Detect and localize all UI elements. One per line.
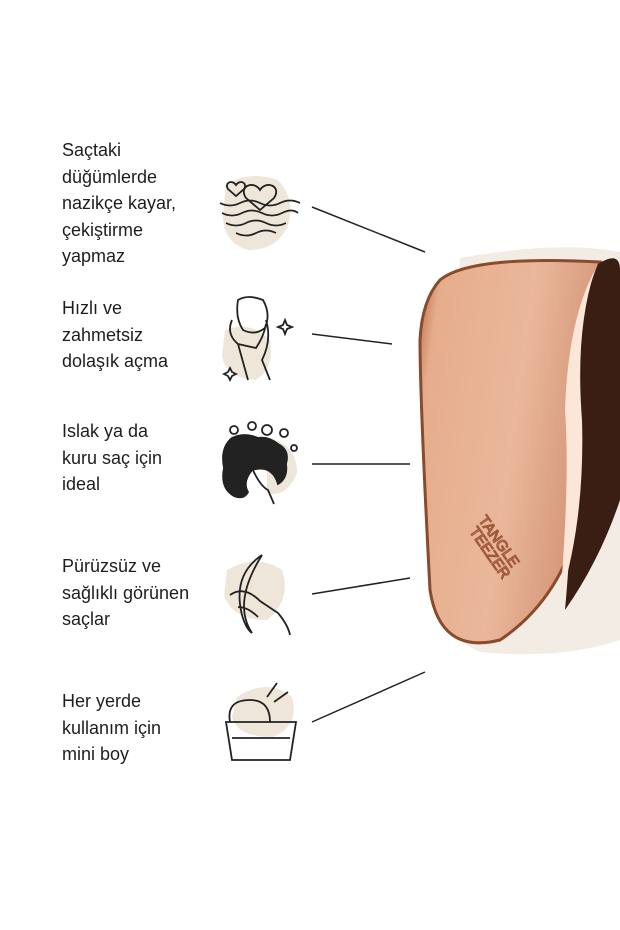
feature-text-smooth-hair: Pürüzsüz ve sağlıklı görünen saçlar <box>62 556 190 629</box>
hand-holding-brush-icon <box>221 296 295 383</box>
feature-text-mini-size: Her yerde kullanım için mini boy <box>62 691 162 764</box>
hand-smooth-hair-icon <box>224 554 291 636</box>
heart-waves-icon <box>219 176 301 250</box>
leader-lines <box>311 206 426 723</box>
feature-text-fast-detangle: Hızlı ve zahmetsiz dolaşık açma <box>62 298 169 371</box>
feature-text-wet-dry: Islak ya da kuru saç için ideal <box>62 421 163 494</box>
leader-line-4 <box>311 577 411 595</box>
leader-line-5 <box>311 671 426 723</box>
feature-text-gentle-detangle: Saçtaki düğümlerde nazikçe kayar, çekişt… <box>62 140 177 266</box>
curly-hair-foam-icon <box>222 421 298 505</box>
leader-line-2 <box>311 333 393 345</box>
leader-line-1 <box>311 206 426 253</box>
travel-bag-icon <box>224 682 298 761</box>
